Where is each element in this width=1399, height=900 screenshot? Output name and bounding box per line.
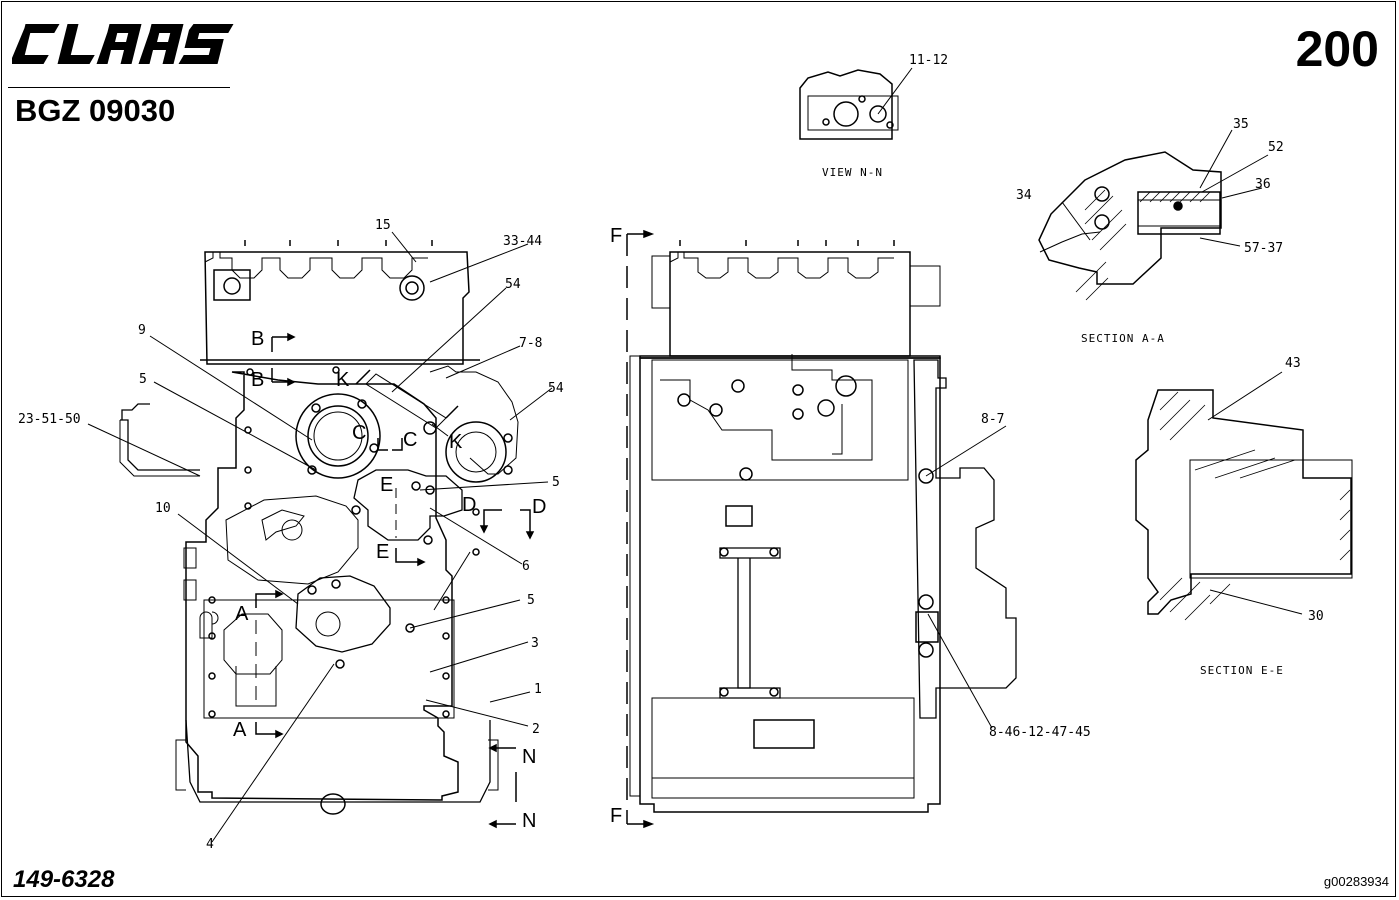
- image-id: g00283934: [1323, 874, 1389, 889]
- callout-10: 10: [155, 501, 171, 516]
- callout-8-7: 8-7: [981, 412, 1005, 427]
- view-nn-label: VIEW N-N: [822, 166, 883, 179]
- callout-30: 30: [1308, 609, 1324, 624]
- callout-23-51-50: 23-51-50: [18, 412, 81, 427]
- section-letter-d1: D: [462, 494, 477, 516]
- claas-logo: [12, 24, 234, 64]
- callout-5-a: 5: [139, 372, 147, 387]
- callout-54-top: 54: [505, 277, 521, 292]
- callout-5-b: 5: [552, 475, 560, 490]
- section-letter-a1: A: [235, 603, 249, 625]
- page-number: 200: [1295, 21, 1379, 77]
- main-front-view: [119, 240, 519, 815]
- document-number: 149-6328: [13, 866, 115, 893]
- section-letter-f2: F: [610, 805, 623, 827]
- callout-34: 34: [1016, 188, 1032, 203]
- section-letter-d2: D: [532, 496, 547, 518]
- section-letter-n1: N: [522, 746, 537, 768]
- leader-lines: [87, 231, 1007, 843]
- callout-5-c: 5: [527, 593, 535, 608]
- section-letter-e1: E: [380, 474, 394, 496]
- section-letter-a2: A: [233, 719, 247, 741]
- callout-36: 36: [1255, 177, 1271, 192]
- section-letter-c2: C: [403, 429, 418, 451]
- callout-15: 15: [375, 218, 391, 233]
- view-nn-detail: [799, 67, 913, 140]
- callout-6: 6: [522, 559, 530, 574]
- section-ee-label: SECTION E-E: [1200, 664, 1284, 677]
- callout-9: 9: [138, 323, 146, 338]
- section-letter-b1: B: [251, 328, 265, 350]
- callout-2: 2: [532, 722, 540, 737]
- section-letter-c1: C: [352, 422, 367, 444]
- callout-52: 52: [1268, 140, 1284, 155]
- callout-3: 3: [531, 636, 539, 651]
- callout-4: 4: [206, 837, 214, 852]
- section-ee-detail: [1135, 371, 1353, 621]
- section-letter-e2: E: [376, 541, 390, 563]
- callout-54-right: 54: [548, 381, 564, 396]
- section-letter-n2: N: [522, 810, 537, 832]
- callout-35: 35: [1233, 117, 1249, 132]
- header-rule: [8, 87, 230, 88]
- callout-33-44: 33-44: [503, 234, 543, 249]
- section-aa-label: SECTION A-A: [1081, 332, 1165, 345]
- section-aa-detail: [1038, 129, 1269, 301]
- callout-1: 1: [534, 682, 542, 697]
- section-plane-lines: [255, 229, 655, 829]
- callout-7-8: 7-8: [519, 336, 543, 351]
- main-side-view: [629, 240, 1017, 813]
- section-letter-k1: K: [336, 369, 350, 391]
- section-letter-b2: B: [251, 369, 265, 391]
- document-code: BGZ 09030: [15, 93, 176, 128]
- section-letter-f1: F: [610, 225, 623, 247]
- callout-43: 43: [1285, 356, 1301, 371]
- callout-57-37: 57-37: [1244, 241, 1284, 256]
- callout-11-12: 11-12: [909, 53, 949, 68]
- section-letter-k2: K: [449, 431, 463, 453]
- callout-8-46-12-47-45: 8-46-12-47-45: [989, 725, 1091, 740]
